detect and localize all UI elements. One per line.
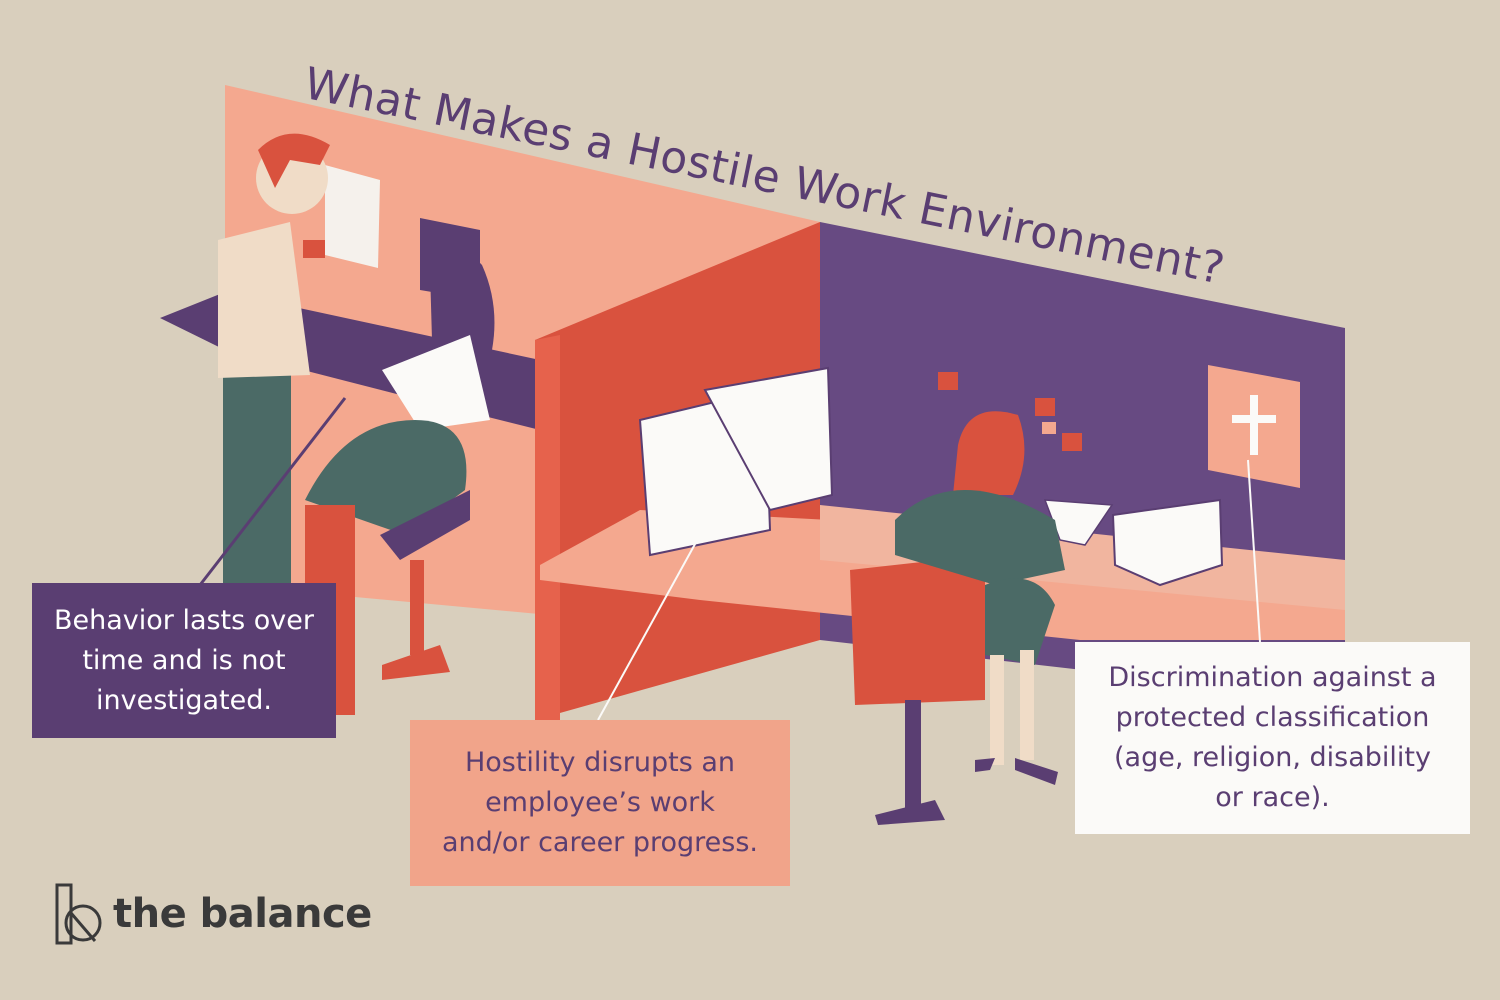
callout-line: protected classification [1115,702,1430,733]
divider-side [535,335,560,720]
callout-behavior: Behavior lasts over time and is not inve… [32,583,336,738]
standing-man [218,133,330,585]
callout-line: or race). [1215,782,1330,813]
balance-logo-icon [55,883,102,945]
pointer-line-disrupt [597,534,701,721]
brand-logo[interactable]: the balance [55,882,372,946]
paper-stack-icon [1111,498,1224,587]
sticky-note-icon [1035,398,1055,416]
pointer-line-discrimination [1247,459,1261,643]
cross-icon [1208,365,1300,488]
callout-line: Behavior lasts over [53,604,315,636]
callout-discrimination: Discrimination against a protected class… [1075,642,1470,834]
paper-stack-icon [638,366,834,557]
sticky-note-icon [938,372,958,390]
poster-white [325,165,380,268]
logo-text: the balance [113,891,372,937]
sticky-note-icon [1042,422,1056,434]
office-chair [850,555,985,825]
callout-line: and/or career progress. [441,827,759,858]
callout-line: employee’s work [485,787,715,818]
seated-woman [305,248,495,715]
callout-disrupt: Hostility disrupts an employee’s work an… [410,720,790,886]
callout-line: Hostility disrupts an [464,747,736,778]
sticky-note-icon [1062,433,1082,451]
callout-line: (age, religion, disability [1113,742,1431,773]
pointer-line-behavior [198,397,347,586]
callout-line: time and is not [82,644,286,676]
callout-line: Discrimination against a [1108,662,1437,693]
callout-line: investigated. [96,684,272,716]
desk-woman [895,411,1065,785]
